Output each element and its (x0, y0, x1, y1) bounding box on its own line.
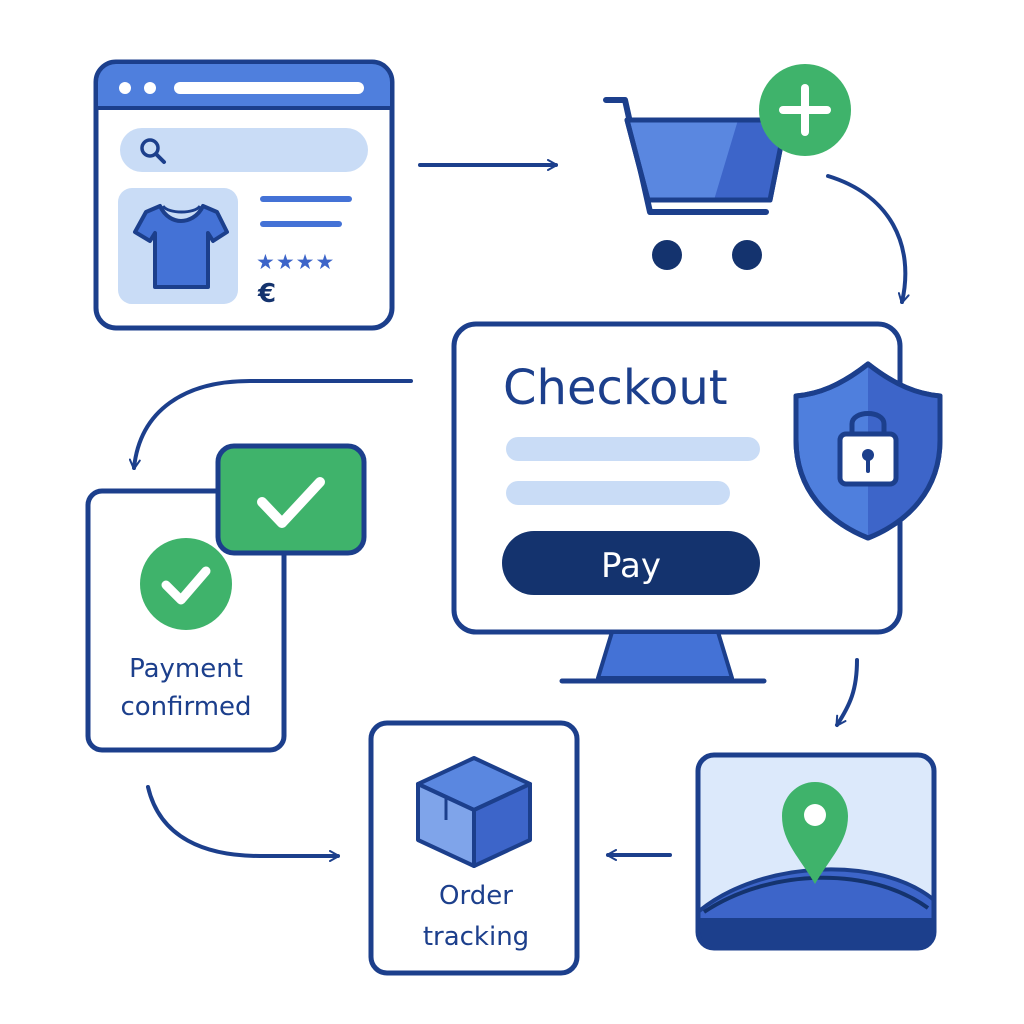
package-box-icon (416, 756, 532, 868)
arrow-confirmation-to-tracking (146, 785, 340, 862)
window-dot (119, 82, 131, 94)
check-badge-icon (215, 443, 367, 556)
map-card (695, 752, 937, 951)
checkout-field[interactable] (506, 481, 730, 505)
plus-icon[interactable] (759, 64, 851, 156)
product-title-line (260, 196, 352, 202)
shopping-cart-icon[interactable] (603, 97, 789, 270)
product-desc-line (260, 221, 342, 227)
arrow-checkout-to-confirmation (128, 379, 413, 470)
tshirt-icon (133, 204, 229, 289)
arrow-checkout-to-map (835, 658, 859, 727)
tracking-label-line2: tracking (423, 922, 529, 952)
map-pin-icon (782, 782, 848, 884)
star-rating-icon: ★★★★ (256, 250, 335, 274)
pay-button-label: Pay (601, 546, 661, 586)
order-tracking-card: Order tracking (368, 720, 580, 976)
arrow-cart-to-checkout (826, 174, 910, 304)
pay-button[interactable]: Pay (502, 531, 760, 595)
tracking-label-line1: Order (439, 881, 513, 911)
search-input[interactable] (120, 128, 368, 172)
search-icon[interactable] (140, 138, 166, 164)
monitor-stand (596, 630, 734, 680)
check-circle-icon (140, 538, 232, 630)
storefront-window: ★★★★ € (93, 59, 395, 331)
confirmation-label-line1: Payment (129, 654, 243, 684)
shield-lock-icon (793, 361, 943, 541)
checkout-field[interactable] (506, 437, 760, 461)
window-dot (144, 82, 156, 94)
checkout-title: Checkout (503, 360, 728, 416)
confirmation-label-line2: confirmed (120, 692, 251, 722)
euro-icon: € (257, 279, 276, 309)
payment-confirmed-card: Payment confirmed (85, 443, 367, 753)
address-bar[interactable] (174, 82, 364, 94)
